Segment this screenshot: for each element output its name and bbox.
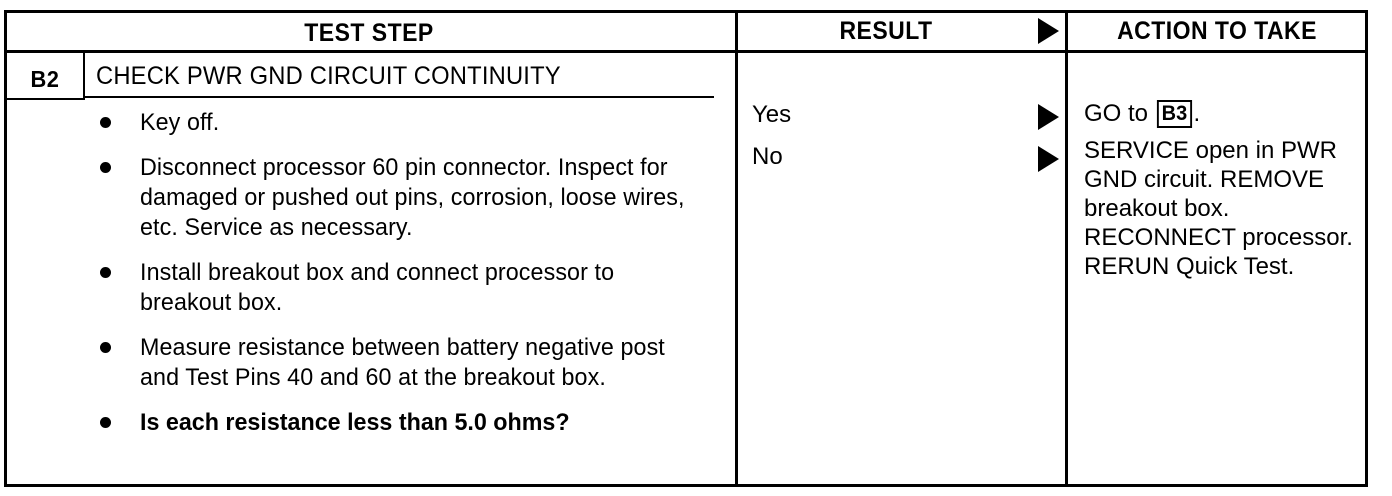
step-title: CHECK PWR GND CIRCUIT CONTINUITY xyxy=(96,62,561,90)
bullet-icon xyxy=(100,117,111,128)
list-item-label: Is each resistance less than 5.0 ohms? xyxy=(140,409,570,436)
table-bottom-border xyxy=(4,484,1368,487)
step-code-underline xyxy=(4,98,84,100)
step-code-badge: B2 xyxy=(30,65,60,92)
divider-stepcode-steptitle xyxy=(83,52,85,100)
bullet-icon xyxy=(100,267,111,278)
action-yes: GO to B3. xyxy=(1084,100,1360,128)
test-step-list: Key off. Disconnect processor 60 pin con… xyxy=(96,108,716,453)
table-right-border xyxy=(1365,10,1368,487)
result-yes: Yes xyxy=(752,101,792,128)
list-item: Disconnect processor 60 pin connector. I… xyxy=(96,153,716,243)
list-item-label: Install breakout box and connect process… xyxy=(140,259,615,316)
list-item: Install breakout box and connect process… xyxy=(96,258,716,318)
action-yes-suffix: . xyxy=(1193,100,1201,127)
right-triangle-arrow-icon-no xyxy=(1038,146,1059,172)
bullet-icon xyxy=(100,342,111,353)
step-title-underline xyxy=(85,96,714,98)
column-header-action-to-take: ACTION TO TAKE xyxy=(1117,16,1317,45)
list-item: Measure resistance between battery negat… xyxy=(96,333,716,393)
list-item-label: Measure resistance between battery negat… xyxy=(140,334,665,391)
list-item: Key off. xyxy=(96,108,716,138)
list-item-question: Is each resistance less than 5.0 ohms? xyxy=(96,408,716,438)
list-item-label: Disconnect processor 60 pin connector. I… xyxy=(140,154,685,241)
column-header-test-step: TEST STEP xyxy=(304,18,434,47)
bullet-icon xyxy=(100,417,111,428)
action-yes-prefix: GO to xyxy=(1084,100,1155,127)
divider-teststep-result xyxy=(735,10,738,487)
table-left-border xyxy=(4,10,7,487)
list-item-label: Key off. xyxy=(140,109,220,136)
header-bottom-border xyxy=(4,50,1368,53)
divider-arrow-action xyxy=(1065,10,1068,487)
bullet-icon xyxy=(100,162,111,173)
action-no: SERVICE open in PWR GND circuit. REMOVE … xyxy=(1084,137,1353,280)
right-triangle-arrow-icon-header xyxy=(1038,18,1059,44)
result-no: No xyxy=(752,143,783,170)
action-yes-target-badge: B3 xyxy=(1156,100,1192,128)
table-top-border xyxy=(4,10,1368,13)
column-header-result: RESULT xyxy=(839,16,933,45)
right-triangle-arrow-icon-yes xyxy=(1038,104,1059,130)
